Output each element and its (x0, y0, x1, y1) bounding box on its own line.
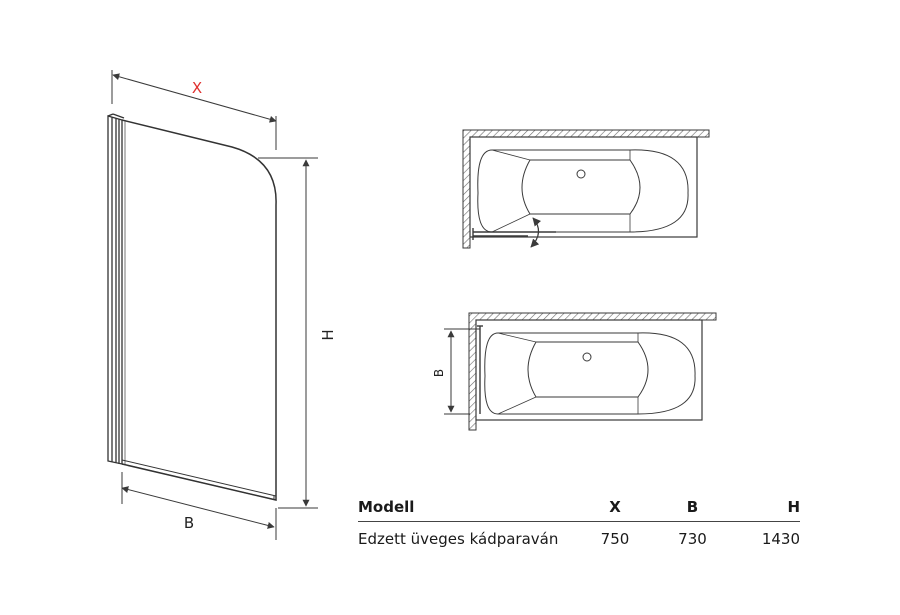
swing-arrow-icon (530, 217, 542, 248)
bathtub-top-view-swing (462, 129, 710, 249)
header-model: Modell (358, 498, 580, 522)
dimension-b-plan-label: B (432, 369, 446, 377)
dimension-x-label: X (192, 79, 202, 97)
screen-in-plan (477, 325, 483, 414)
tub-basin (477, 149, 689, 233)
dimension-h (258, 157, 318, 509)
cell-x: 750 (600, 530, 630, 548)
header-h: H (735, 498, 800, 522)
glass-panel (121, 119, 277, 501)
wall-hatch (468, 312, 717, 431)
tub-basin (484, 332, 696, 415)
tub-bottom (527, 341, 649, 398)
header-b: B (650, 498, 735, 522)
spec-table: Modell X B H Edzett üveges kádparaván 75… (358, 498, 800, 548)
dimension-b (121, 472, 277, 540)
spec-table-header-row: Modell X B H (358, 498, 800, 522)
shower-screen-view: X H B (107, 70, 337, 540)
screen-in-plan (472, 228, 556, 240)
bathtub-top-view-dimension: B (432, 312, 717, 431)
drain-icon (582, 352, 592, 362)
dimension-b-label: B (184, 514, 194, 532)
wall-profile (107, 113, 125, 465)
tub-outline (475, 319, 703, 421)
dimension-b-plan (444, 328, 480, 415)
header-x: X (580, 498, 650, 522)
cell-h: 1430 (761, 530, 800, 548)
tub-outline (469, 136, 698, 238)
tub-bottom (521, 159, 641, 215)
dimension-h-label: H (319, 329, 337, 340)
cell-model: Edzett üveges kádparaván (358, 530, 559, 548)
drain-icon (576, 169, 586, 179)
cell-b: 730 (678, 530, 707, 548)
wall-hatch (462, 129, 710, 249)
table-row: Edzett üveges kádparaván 750 730 1430 (358, 522, 800, 548)
dimension-x (111, 70, 277, 150)
